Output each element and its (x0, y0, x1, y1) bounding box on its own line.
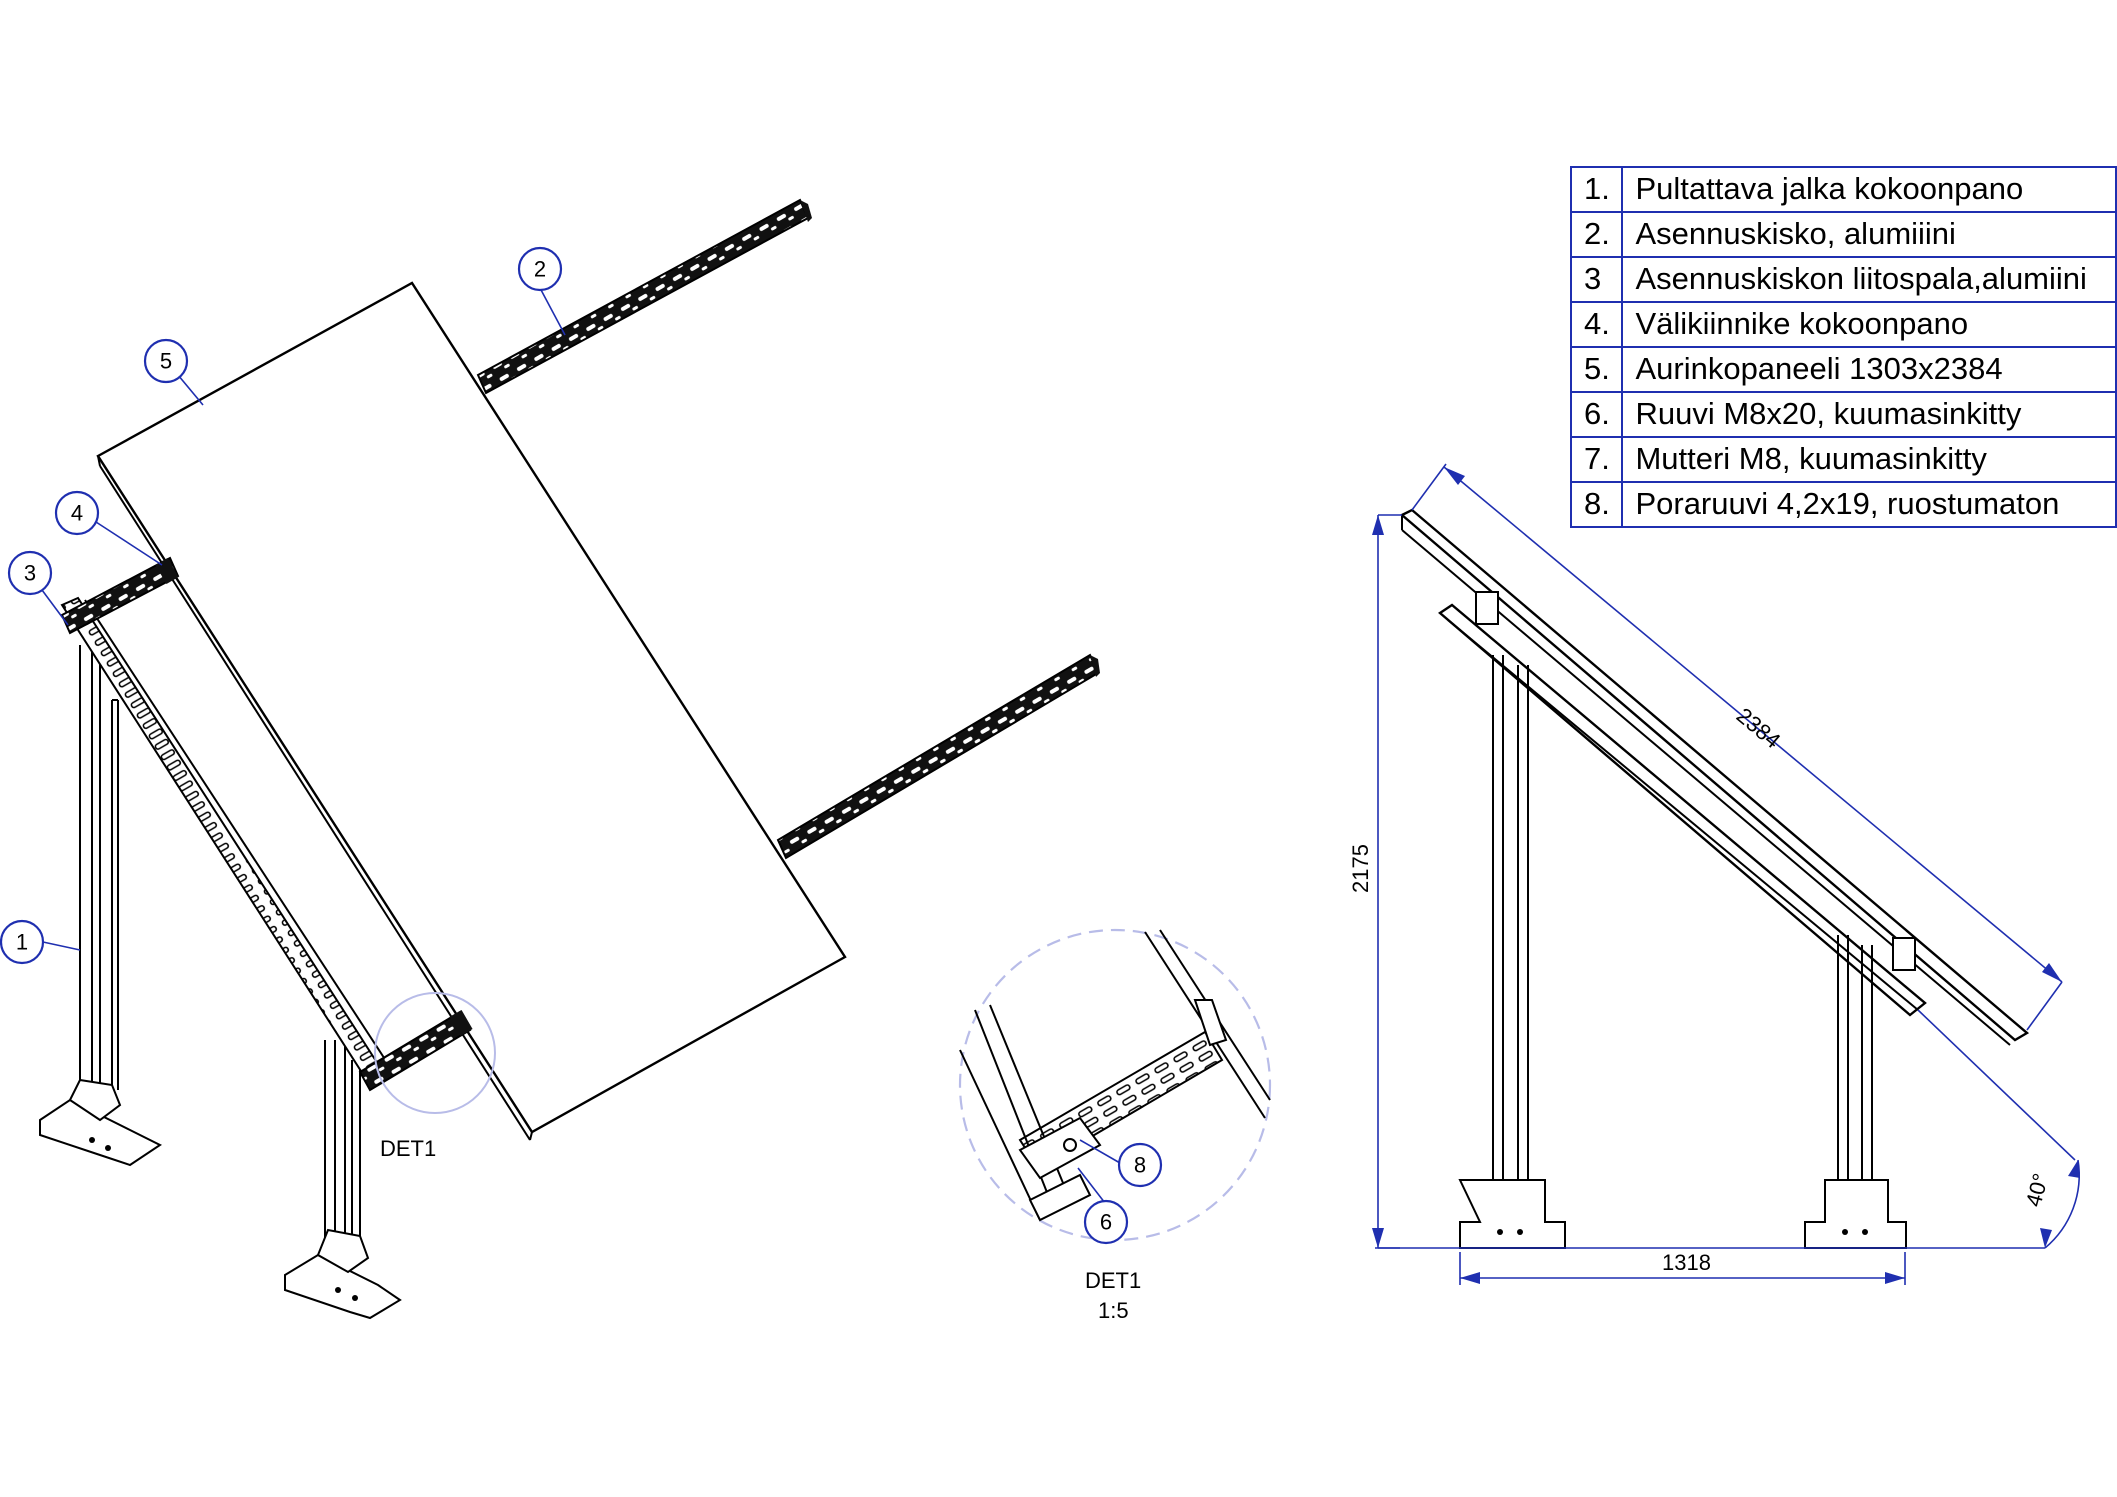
part-number: 5. (1569, 346, 1624, 393)
part-description: Asennuskiskon liitospala,alumiini (1621, 256, 2117, 303)
dim-angle: 40° (2021, 1171, 2054, 1210)
leg-rear (39, 645, 162, 1167)
part-number: 6. (1569, 391, 1624, 438)
callout-6: 6 (1077, 1167, 1129, 1245)
svg-text:6: 6 (1100, 1210, 1112, 1235)
parts-list-row: 7.Mutteri M8, kuumasinkitty (1569, 436, 2117, 483)
detail-title: DET1 (1085, 1268, 1141, 1293)
callout-2: 2 (517, 246, 566, 336)
part-number: 1. (1569, 166, 1624, 213)
part-number: 4. (1569, 301, 1624, 348)
rail-upper-back (476, 198, 810, 395)
callout-8: 8 (1079, 1139, 1163, 1188)
parts-list-row: 6.Ruuvi M8x20, kuumasinkitty (1569, 391, 2117, 438)
parts-list-row: 4.Välikiinnike kokoonpano (1569, 301, 2117, 348)
svg-text:4: 4 (71, 501, 83, 526)
svg-text:3: 3 (24, 561, 36, 586)
svg-text:2: 2 (534, 257, 546, 282)
callout-4: 4 (54, 490, 163, 566)
part-description: Pultattava jalka kokoonpano (1621, 166, 2117, 213)
callout-1: 1 (0, 919, 81, 965)
parts-list-row: 2.Asennuskisko, alumiiini (1569, 211, 2117, 258)
svg-text:8: 8 (1134, 1153, 1146, 1178)
part-description: Ruuvi M8x20, kuumasinkitty (1621, 391, 2117, 438)
dim-height: 2175 (1348, 844, 1373, 893)
solar-panel (96, 281, 847, 1134)
part-number: 7. (1569, 436, 1624, 483)
part-description: Poraruuvi 4,2x19, ruostumaton (1621, 481, 2117, 528)
part-description: Asennuskisko, alumiiini (1621, 211, 2117, 258)
part-number: 8. (1569, 481, 1624, 528)
detail-scale: 1:5 (1098, 1298, 1129, 1323)
parts-list-row: 1.Pultattava jalka kokoonpano (1569, 166, 2117, 213)
callout-5: 5 (143, 338, 204, 406)
leg-front (284, 1040, 402, 1320)
part-description: Aurinkopaneeli 1303x2384 (1621, 346, 2117, 393)
part-description: Mutteri M8, kuumasinkitty (1621, 436, 2117, 483)
parts-list-row: 8.Poraruuvi 4,2x19, ruostumaton (1569, 481, 2117, 528)
svg-text:5: 5 (160, 349, 172, 374)
svg-text:1: 1 (16, 930, 28, 955)
parts-list-row: 5.Aurinkopaneeli 1303x2384 (1569, 346, 2117, 393)
rail-upper-front (60, 556, 180, 635)
part-description: Välikiinnike kokoonpano (1621, 301, 2117, 348)
side-view: 2175 2384 1318 40° (1348, 463, 2080, 1285)
dim-base-width: 1318 (1662, 1250, 1711, 1275)
detail-ref-label: DET1 (380, 1136, 436, 1161)
isometric-view: DET1 1 2 3 4 5 (0, 198, 1100, 1320)
callout-3: 3 (7, 550, 69, 626)
part-number: 2. (1569, 211, 1624, 258)
detail-view: 8 6 DET1 1:5 (958, 928, 1272, 1323)
rail-lower-back (776, 653, 1100, 860)
part-number: 3 (1569, 256, 1624, 303)
